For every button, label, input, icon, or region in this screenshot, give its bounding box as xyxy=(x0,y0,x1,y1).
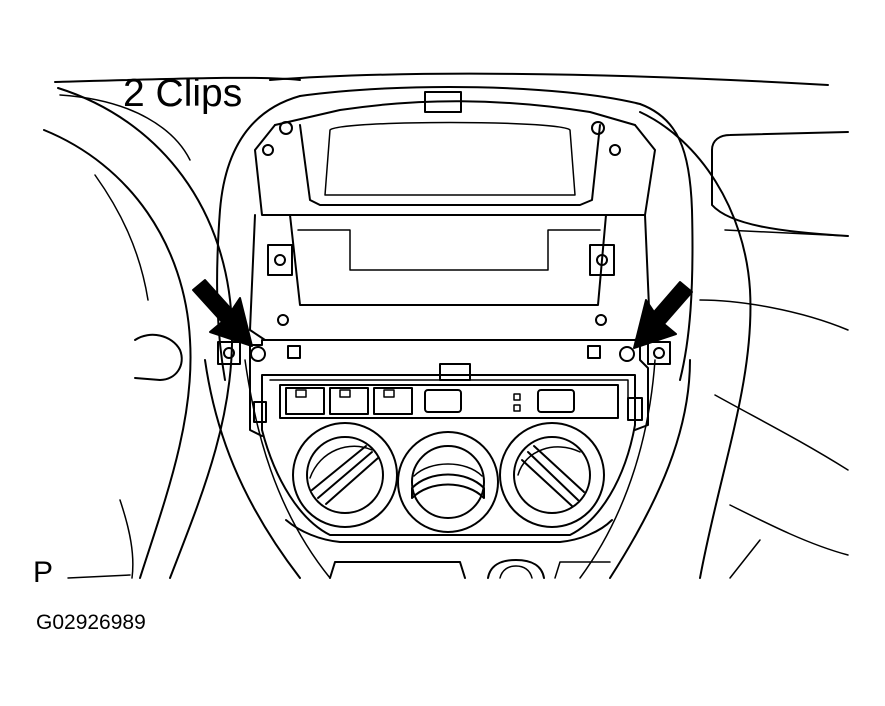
center-bezel xyxy=(204,85,694,579)
lower-frame xyxy=(217,214,671,365)
figure-id: G02926989 xyxy=(36,611,146,634)
view-letter: P xyxy=(33,556,54,589)
knob-right xyxy=(499,422,605,528)
knob-left xyxy=(292,422,398,528)
clips-callout: 2 Clips xyxy=(123,72,243,115)
dashboard-outline xyxy=(54,72,849,579)
steering-wheel xyxy=(43,87,234,579)
heater-control-panel xyxy=(249,339,649,543)
button-2 xyxy=(329,387,369,415)
center-cluster-opening xyxy=(254,91,656,216)
knob-center xyxy=(397,431,499,533)
lower-console xyxy=(329,559,611,579)
arrow-left xyxy=(192,279,253,347)
button-1 xyxy=(285,387,325,415)
arrow-right xyxy=(633,281,693,349)
button-3 xyxy=(373,387,413,415)
